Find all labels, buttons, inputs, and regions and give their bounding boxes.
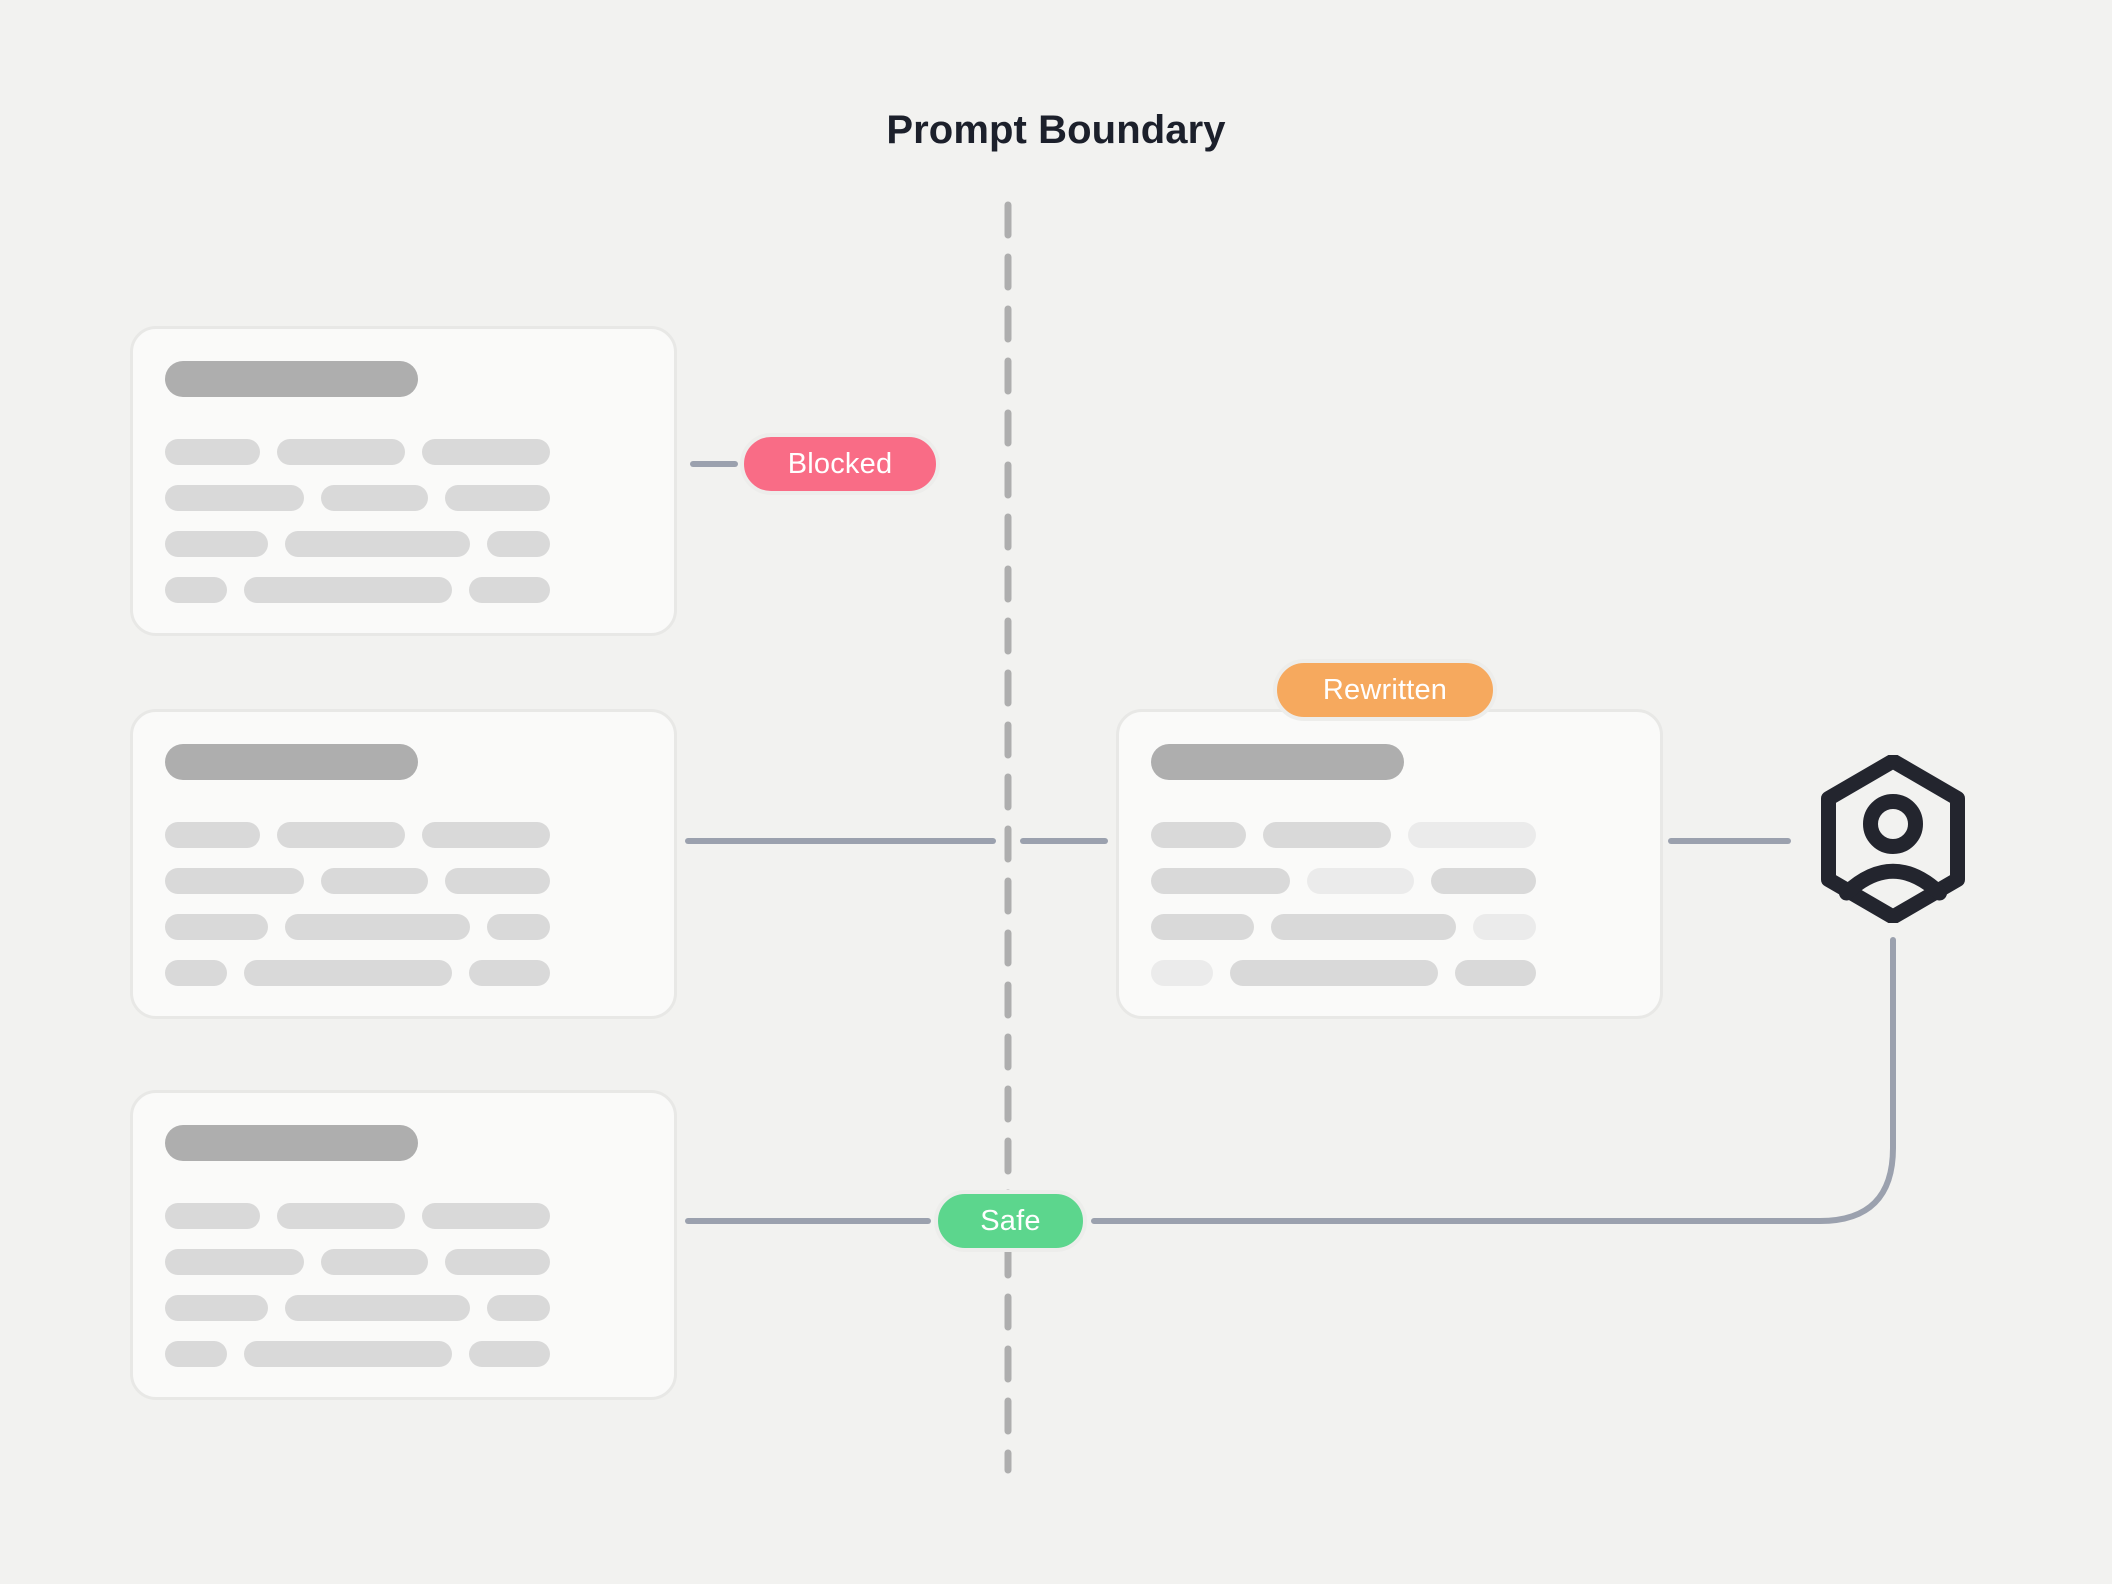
skeleton-pill [244,960,452,986]
skeleton-row [165,439,642,465]
skeleton-pill [285,914,470,940]
skeleton-pill [422,822,550,848]
skeleton-pill [1431,868,1536,894]
skeleton-pill [277,1203,405,1229]
skeleton-pill [285,1295,470,1321]
skeleton-pill [445,1249,550,1275]
skeleton-pill [165,1249,304,1275]
skeleton-pill [244,577,452,603]
skeleton-pill [165,485,304,511]
skeleton-pill [321,868,428,894]
skeleton-pill [321,1249,428,1275]
skeleton-row [165,914,642,940]
skeleton-pill [321,485,428,511]
hexagon-user-icon [1821,755,1965,923]
user-head-icon [1863,794,1923,854]
skeleton-pill [1151,914,1254,940]
status-badge-safe[interactable]: Safe [934,1190,1087,1252]
skeleton-row [165,822,642,848]
status-badge-rewritten[interactable]: Rewritten [1273,659,1497,721]
skeleton-pill [1271,914,1456,940]
skeleton-pill-rewritten [1408,822,1536,848]
skeleton-pill-rewritten [1473,914,1536,940]
skeleton-pill [445,485,550,511]
skeleton-pill [165,868,304,894]
skeleton-pill-rewritten [1307,868,1414,894]
skeleton-pill [165,439,260,465]
skeleton-pill [487,1295,550,1321]
skeleton-pill [422,439,550,465]
skeleton-pill [469,960,550,986]
skeleton-pill [277,822,405,848]
skeleton-pill [165,1295,268,1321]
skeleton-pill [277,439,405,465]
skeleton-pill [165,1203,260,1229]
skeleton-row [1151,868,1628,894]
page-title: Prompt Boundary [886,108,1226,152]
prompt-card-blocked[interactable] [130,326,677,636]
card-title-skeleton [165,744,418,780]
card-title-skeleton [165,1125,418,1161]
hexagon-outline [1821,755,1965,923]
skeleton-row [1151,914,1628,940]
prompt-card-rewritten-output[interactable] [1116,709,1663,1019]
user-shoulders-icon [1839,863,1947,901]
skeleton-row [165,577,642,603]
skeleton-row [165,868,642,894]
skeleton-pill [165,577,227,603]
skeleton-pill [487,531,550,557]
card-title-skeleton [165,361,418,397]
skeleton-row [165,485,642,511]
skeleton-row [1151,960,1628,986]
skeleton-pill [165,531,268,557]
skeleton-pill [469,1341,550,1367]
prompt-card-safe[interactable] [130,1090,677,1400]
skeleton-pill [165,914,268,940]
skeleton-pill [1230,960,1438,986]
skeleton-pill [165,1341,227,1367]
skeleton-row [165,1249,642,1275]
skeleton-pill [244,1341,452,1367]
skeleton-pill [1151,822,1246,848]
skeleton-pill [469,577,550,603]
status-badge-blocked[interactable]: Blocked [740,433,940,495]
skeleton-row [165,960,642,986]
skeleton-pill [165,960,227,986]
skeleton-row [165,1203,642,1229]
skeleton-row [165,531,642,557]
skeleton-pill [165,822,260,848]
skeleton-pill [1455,960,1536,986]
skeleton-row [1151,822,1628,848]
skeleton-pill-rewritten [1151,960,1213,986]
skeleton-pill [422,1203,550,1229]
skeleton-row [165,1341,642,1367]
skeleton-row [165,1295,642,1321]
skeleton-pill [487,914,550,940]
skeleton-pill [1151,868,1290,894]
prompt-card-rewritten-source[interactable] [130,709,677,1019]
card-title-skeleton [1151,744,1404,780]
skeleton-pill [1263,822,1391,848]
skeleton-pill [285,531,470,557]
skeleton-pill [445,868,550,894]
